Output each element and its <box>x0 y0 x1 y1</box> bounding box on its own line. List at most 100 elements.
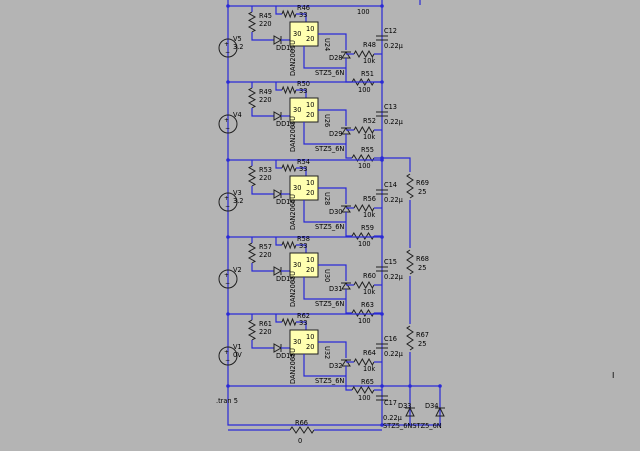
led-symbol[interactable] <box>273 35 283 45</box>
capacitor-value: 0.22µ <box>384 273 404 281</box>
led-symbol[interactable] <box>273 266 283 276</box>
resistor-rc[interactable] <box>353 280 375 290</box>
resistor-ra-ref: R45 <box>259 12 272 20</box>
ic-ref: U30 <box>323 269 331 282</box>
ra-out <box>251 108 274 117</box>
bottom-capacitor-ref: C17 <box>384 399 397 407</box>
ic-pin-label-a: 10 <box>306 179 314 187</box>
voltage-source-symbol[interactable] <box>218 114 238 134</box>
balance-resistor[interactable] <box>406 173 414 199</box>
resistor-ra[interactable] <box>247 87 257 109</box>
resistor-rc-ref: R60 <box>363 272 376 280</box>
capacitor[interactable] <box>376 189 388 195</box>
ic-pin-label-a: 10 <box>306 256 314 264</box>
voltage-source-symbol[interactable] <box>218 269 238 289</box>
ic-package[interactable] <box>289 252 319 278</box>
resistor-ra[interactable] <box>247 11 257 33</box>
rb-out <box>296 244 307 253</box>
resistor-ra[interactable] <box>247 165 257 187</box>
balance-rail <box>382 157 411 386</box>
capacitor[interactable] <box>376 266 388 272</box>
resistor-ra-ref: R53 <box>259 166 272 174</box>
balance-resistor-value: 25 <box>418 188 426 196</box>
resistor-rc[interactable] <box>353 203 375 213</box>
resistor-rd[interactable] <box>351 386 375 394</box>
rb-lead <box>275 237 282 246</box>
balance-resistor[interactable] <box>406 325 414 351</box>
led-symbol[interactable] <box>273 111 283 121</box>
zener-model: STZ5_6N <box>315 223 344 231</box>
zener-diode[interactable] <box>341 51 351 59</box>
resistor-ra[interactable] <box>247 242 257 264</box>
resistor-rd[interactable] <box>351 309 375 317</box>
zener-d33[interactable] <box>405 406 415 417</box>
resistor-r66-ref: R66 <box>295 419 308 427</box>
ic-pin-label-c: 30 <box>293 184 301 192</box>
resistor-rc[interactable] <box>353 357 375 367</box>
zener-diode[interactable] <box>341 359 351 367</box>
capacitor-value: 0.22µ <box>384 196 404 204</box>
text-cursor-mark: I <box>612 371 614 380</box>
zener-ref: D30 <box>329 208 342 216</box>
balance-resistor-value: 25 <box>418 264 426 272</box>
rb-lead <box>275 82 282 91</box>
capacitor-ref: C15 <box>384 258 397 266</box>
resistor-rb-value: 33 <box>299 165 307 173</box>
resistor-ra-value: 220 <box>259 20 272 28</box>
zener-d34[interactable] <box>435 406 445 417</box>
led-symbol[interactable] <box>273 189 283 199</box>
zener-diode[interactable] <box>341 127 351 135</box>
resistor-rb[interactable] <box>281 317 297 327</box>
resistor-rb[interactable] <box>281 9 297 19</box>
ic-pin-label-b: 20 <box>306 343 314 351</box>
resistor-ra[interactable] <box>247 319 257 341</box>
capacitor[interactable] <box>376 35 388 41</box>
ic-pin-label-c: 30 <box>293 106 301 114</box>
resistor-rc[interactable] <box>353 125 375 135</box>
resistor-ra-ref: R61 <box>259 320 272 328</box>
capacitor[interactable] <box>376 111 388 117</box>
ic-bottom <box>303 46 346 69</box>
resistor-rb[interactable] <box>281 240 297 250</box>
zener-diode[interactable] <box>341 282 351 290</box>
voltage-source-symbol[interactable] <box>218 346 238 366</box>
resistor-rb[interactable] <box>281 85 297 95</box>
led-symbol[interactable] <box>273 343 283 353</box>
resistor-ra-value: 220 <box>259 328 272 336</box>
rb-lead <box>275 160 282 169</box>
rb-out <box>296 167 307 176</box>
minus-sign: − <box>225 125 230 132</box>
capacitor[interactable] <box>376 343 388 349</box>
junction-dot <box>380 423 384 427</box>
bottom-capacitor-value: 0.22µ <box>383 414 403 422</box>
resistor-rd[interactable] <box>351 232 375 240</box>
resistor-rc-ref: R52 <box>363 117 376 125</box>
voltage-source-symbol[interactable] <box>218 192 238 212</box>
resistor-rd-ref: R63 <box>361 301 374 309</box>
balance-resistor[interactable] <box>406 249 414 275</box>
resistor-rb[interactable] <box>281 163 297 173</box>
zener-diode[interactable] <box>341 205 351 213</box>
source-label: V1 <box>233 343 242 351</box>
resistor-rc-value: 10k <box>363 365 375 373</box>
zener-ref: D28 <box>329 54 342 62</box>
zener-models-label: STZ5_6NSTZ5_6N <box>383 422 442 430</box>
rb-out <box>296 13 307 22</box>
resistor-ra-ref: R49 <box>259 88 272 96</box>
rd-lead <box>345 376 352 391</box>
resistor-rd-ref: R55 <box>361 146 374 154</box>
resistor-r66[interactable] <box>289 426 315 434</box>
voltage-source-symbol[interactable] <box>218 38 238 58</box>
resistor-rc-value: 10k <box>363 133 375 141</box>
plus-sign: + <box>224 349 229 356</box>
resistor-rd-ref: R65 <box>361 378 374 386</box>
resistor-rc[interactable] <box>353 49 375 59</box>
ic-pin-label-a: 10 <box>306 101 314 109</box>
resistor-rd-value: 100 <box>358 240 371 248</box>
bottom-capacitor[interactable] <box>376 395 388 401</box>
ic-bottom <box>303 354 346 377</box>
zener-model: STZ5_6N <box>315 69 344 77</box>
